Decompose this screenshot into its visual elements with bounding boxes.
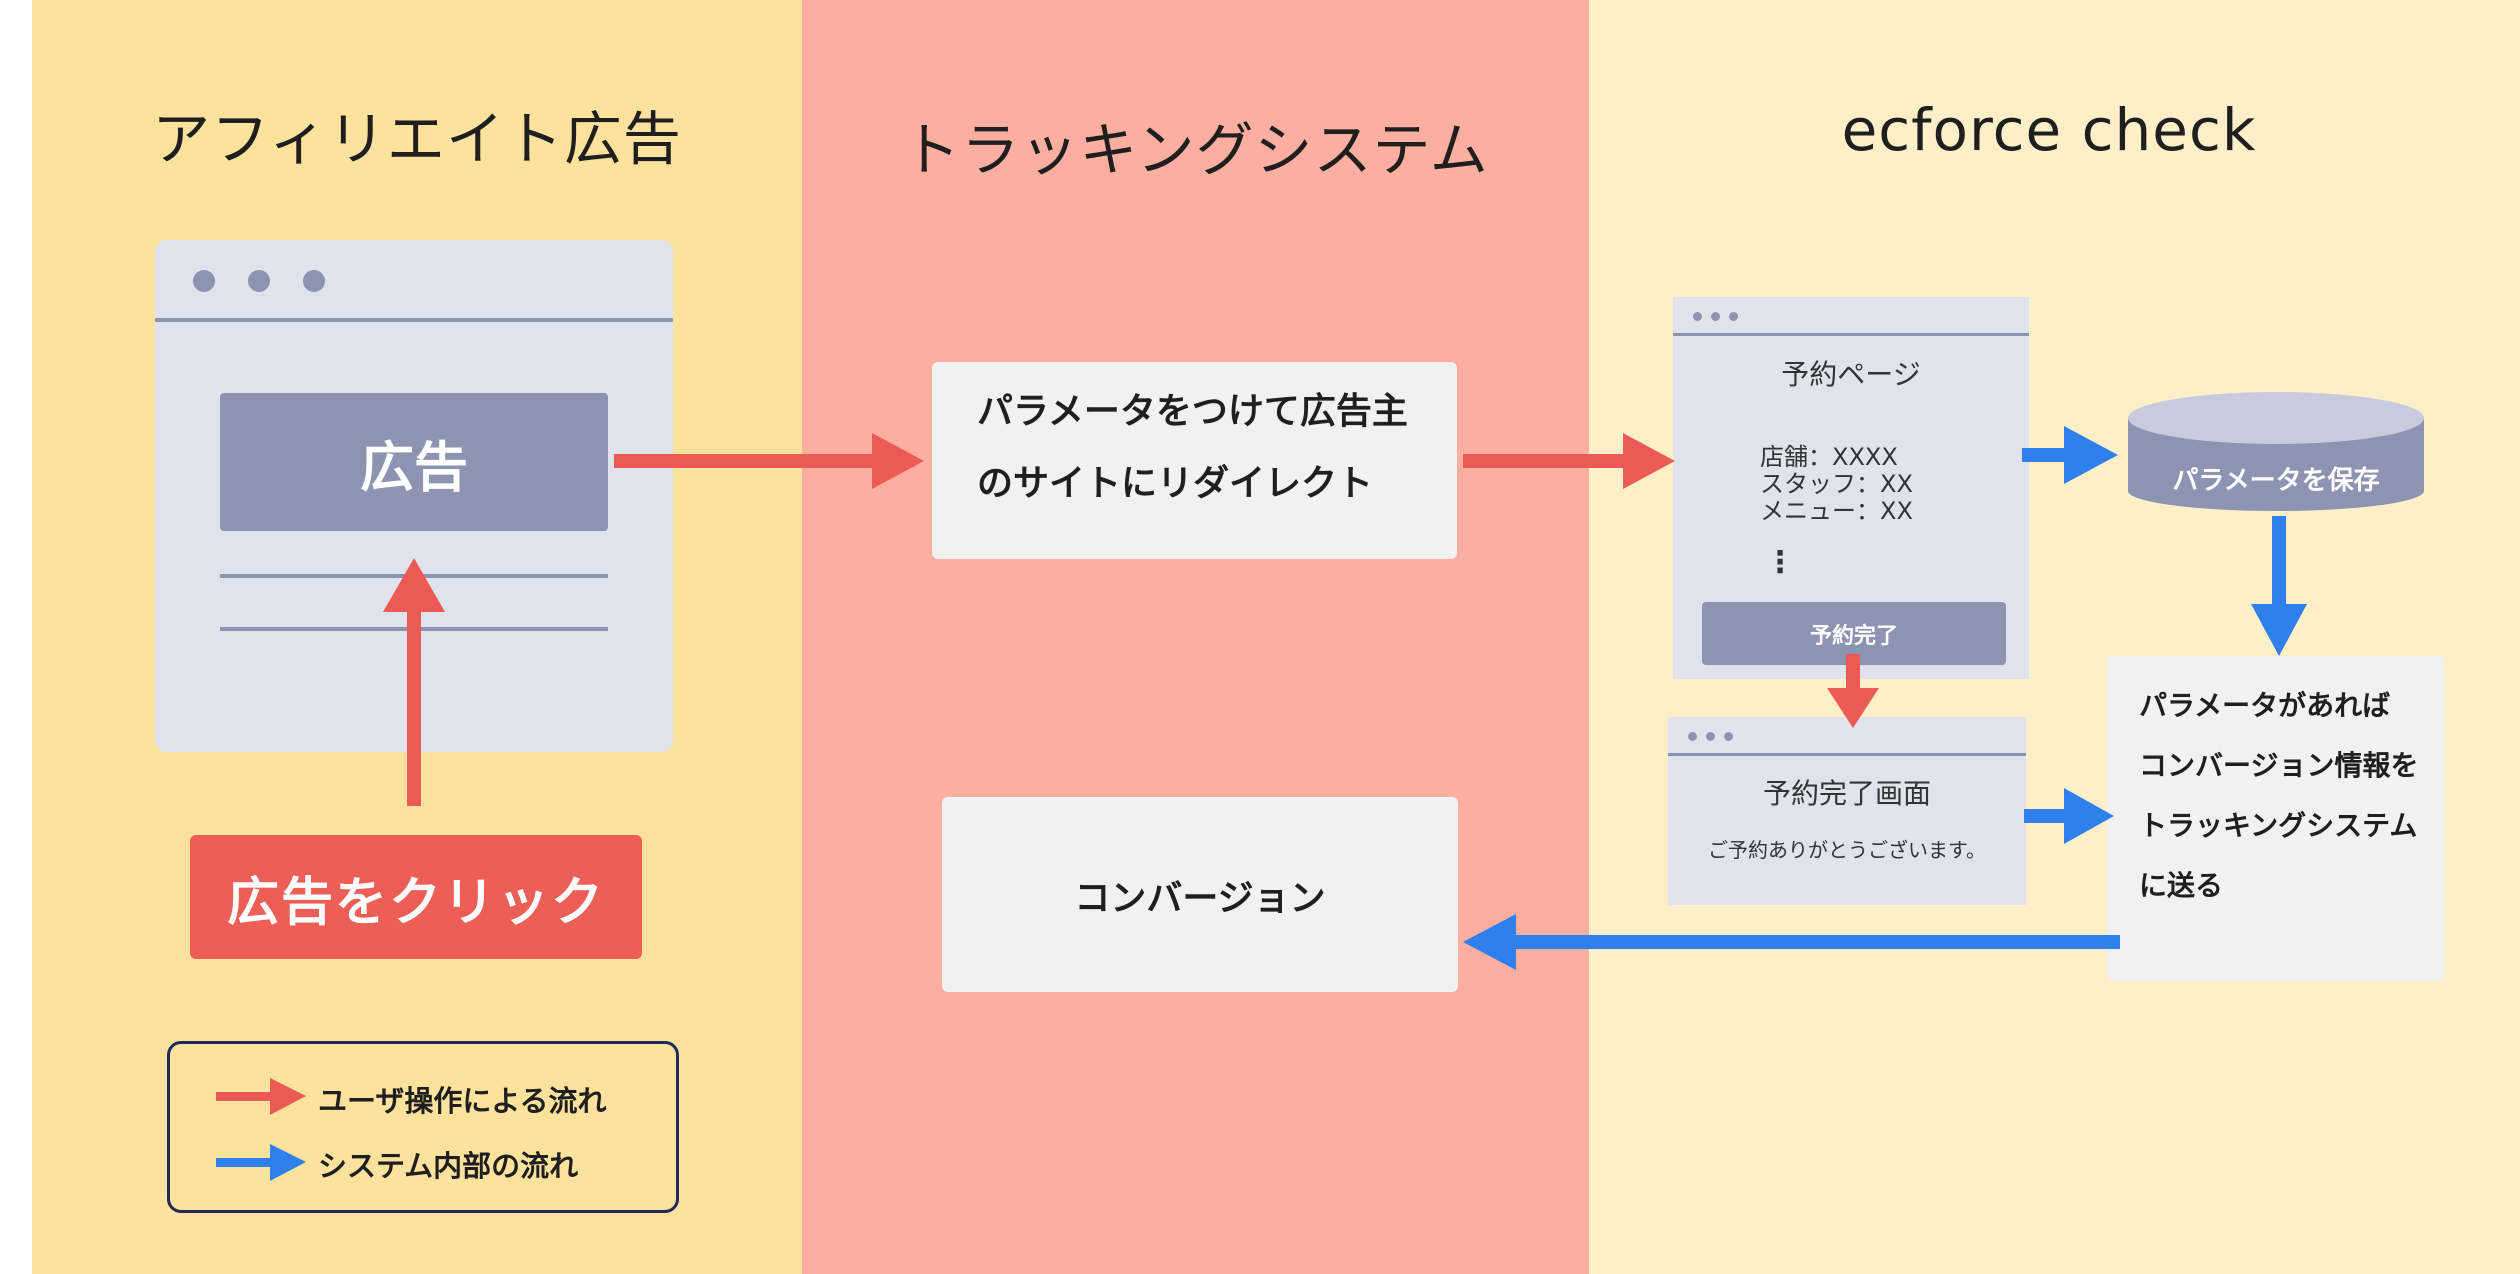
window-dot-icon — [1693, 312, 1702, 321]
database-cylinder-icon — [2128, 392, 2424, 511]
reservation-item-menu: メニュー：XX — [1760, 497, 1913, 525]
legend-system-flow-label: システム内部の流れ — [318, 1149, 579, 1183]
arrow-right-shaft — [2022, 448, 2072, 462]
tracking-system-title: トラッキングシステム — [902, 116, 1489, 184]
arrow-down-head — [2251, 604, 2307, 656]
arrow-right-head — [2064, 426, 2118, 484]
database-label: パラメータを保存 — [2172, 466, 2380, 496]
send-text-line: コンバージョン情報を — [2139, 749, 2419, 782]
system-flow-arrows — [1463, 426, 2307, 970]
redirect-text-line2: のサイトにリダイレクト — [977, 463, 1374, 504]
arrow-right-head — [872, 433, 924, 489]
window-dot-icon — [1706, 732, 1715, 741]
window-dot-icon — [1711, 312, 1720, 321]
legend-blue-arrow-head — [270, 1144, 306, 1181]
arrow-left-head — [1463, 914, 1516, 970]
window-dot-icon — [1724, 732, 1733, 741]
window-divider — [1668, 753, 2026, 756]
window-divider — [155, 318, 673, 322]
conversion-card: コンバージョン — [942, 797, 1458, 992]
ad-banner[interactable]: 広告 — [220, 393, 608, 531]
user-flow-arrows — [383, 433, 1879, 806]
window-dot-icon — [1729, 312, 1738, 321]
window-dot-icon — [303, 270, 325, 292]
arrow-right-shaft — [2024, 809, 2072, 823]
arrow-right-shaft — [614, 454, 882, 468]
legend-arrows — [216, 1078, 306, 1181]
reservation-item-store: 店舗：XXXX — [1760, 443, 1898, 471]
arrow-down-shaft — [1846, 654, 1860, 692]
arrow-down-head — [1827, 688, 1879, 728]
window-divider — [1673, 333, 2029, 336]
redirect-text-line1: パラメータをつけて広告主 — [977, 391, 1408, 432]
window-dot-icon — [193, 270, 215, 292]
legend-red-arrow-head — [270, 1078, 306, 1115]
reservation-item-staff: スタッフ：XX — [1760, 470, 1913, 498]
arrow-down-shaft — [2272, 516, 2286, 610]
arrow-left-shaft — [1508, 935, 2120, 949]
arrow-right-shaft — [1463, 454, 1633, 468]
send-text-line: に送る — [2139, 869, 2224, 902]
arrow-up-shaft — [407, 612, 421, 806]
reservation-page-title: 予約ページ — [1781, 358, 1921, 391]
window-dot-icon — [1688, 732, 1697, 741]
completion-screen-title: 予約完了画面 — [1762, 777, 1931, 810]
send-text-line: パラメータがあれば — [2139, 689, 2391, 722]
send-text-line: トラッキングシステム — [2139, 809, 2418, 842]
arrow-right-head — [2064, 788, 2114, 844]
window-dot-icon — [248, 270, 270, 292]
thanks-message: ご予約ありがとうございます。 — [1708, 838, 1986, 862]
tracking-system-column — [802, 0, 1589, 1274]
ecforce-check-title: ecforce check — [1841, 96, 2257, 164]
arrow-up-head — [383, 558, 445, 612]
redirect-card: パラメータをつけて広告主 のサイトにリダイレクト — [932, 362, 1457, 559]
more-items-ellipsis: ⋮ — [1765, 545, 1795, 580]
affiliate-ad-title: アフィリエイト広告 — [152, 105, 682, 173]
legend-red-arrow-shaft — [216, 1092, 276, 1101]
legend-blue-arrow-shaft — [216, 1158, 276, 1167]
ad-click-button[interactable]: 広告をクリック — [190, 835, 642, 959]
completion-screen-window: 予約完了画面 ご予約ありがとうございます。 — [1668, 717, 2026, 905]
arrow-right-head — [1623, 433, 1675, 489]
legend — [167, 1041, 679, 1213]
send-conversion-card: パラメータがあれば コンバージョン情報を トラッキングシステム に送る — [2107, 656, 2444, 981]
legend-user-flow-label: ユーザ操作による流れ — [318, 1084, 607, 1118]
